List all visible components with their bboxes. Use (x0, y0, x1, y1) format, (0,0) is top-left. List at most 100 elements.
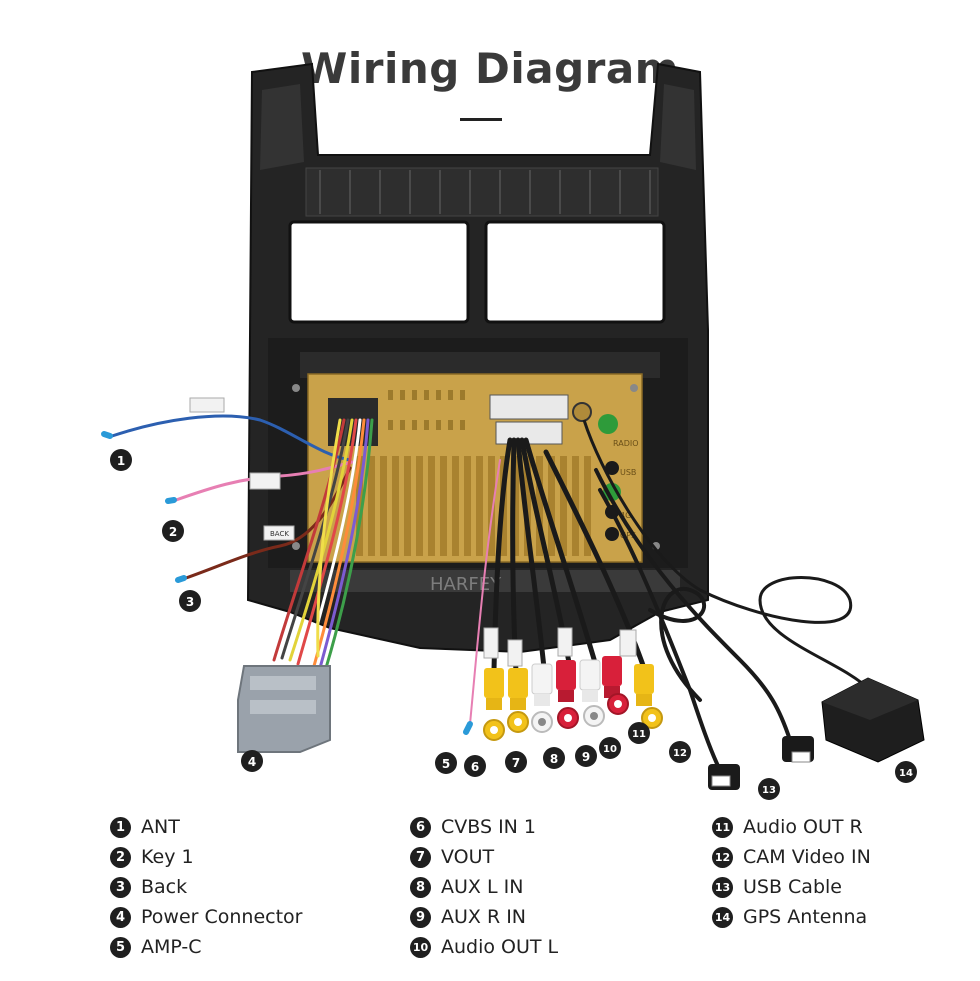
legend: 1 ANT 2 Key 1 3 Back 4 Power Connector 5 AMP-… (0, 812, 980, 972)
title-underline (460, 118, 502, 121)
legend-number-badge: 6 (410, 816, 431, 838)
legend-label: CVBS IN 1 (441, 816, 537, 838)
legend-label: Audio OUT L (441, 936, 559, 958)
legend-column-3: 11 Audio OUT R 12 CAM Video IN 13 USB Cable… (712, 812, 871, 932)
legend-column-2: 6 CVBS IN 1 7 VOUT 8 AUX L IN 9 AUX R IN 10 A… (410, 812, 558, 962)
legend-label: VOUT (441, 846, 495, 868)
svg-text:10: 10 (603, 744, 617, 755)
legend-label: GPS Antenna (743, 906, 868, 928)
usb-plug-2 (708, 764, 740, 790)
callout-14: 14 (895, 761, 917, 783)
svg-text:1: 1 (117, 454, 125, 468)
legend-number-badge: 12 (712, 846, 733, 868)
rca-plug-vout (507, 668, 529, 733)
legend-item-back: 3 Back (110, 872, 302, 902)
rca-plug-aux-r-in (556, 660, 579, 729)
svg-text:2: 2 (169, 525, 177, 539)
page-title: Wiring Diagram (301, 44, 679, 93)
back-wire-tag (263, 525, 295, 541)
callout-1: 1 (110, 449, 132, 471)
key1-wire-tag (249, 472, 281, 490)
legend-number-badge: 3 (110, 876, 131, 898)
legend-number-badge: 2 (110, 846, 131, 868)
legend-item-aux-l-in: 8 AUX L IN (410, 872, 558, 902)
svg-text:3: 3 (186, 595, 194, 609)
svg-text:8: 8 (550, 752, 558, 766)
callout-7: 7 (505, 751, 527, 773)
legend-label: CAM Video IN (743, 846, 871, 868)
usb-plug-1 (782, 736, 814, 763)
legend-number-badge: 14 (712, 906, 733, 928)
usb-cables (594, 468, 792, 772)
legend-number-badge: 11 (712, 816, 733, 838)
back-tag-label: BACK (270, 530, 289, 538)
legend-label: Key 1 (141, 846, 194, 868)
svg-text:7: 7 (512, 756, 520, 770)
rca-plug-cvbs-in1 (483, 668, 505, 741)
legend-number-badge: 10 (410, 936, 431, 958)
usb-port-label: USB (620, 468, 636, 477)
callout-8: 8 (543, 747, 565, 769)
legend-item-cvbs-in1: 6 CVBS IN 1 (410, 812, 558, 842)
legend-column-1: 1 ANT 2 Key 1 3 Back 4 Power Connector 5 AMP-… (110, 812, 302, 962)
power-connector (237, 665, 331, 753)
svg-text:14: 14 (899, 768, 913, 779)
head-unit: RADIO USB 4G GPS HARFEY (292, 352, 660, 595)
4g-port-label: 4G (620, 511, 631, 520)
legend-label: Power Connector (141, 906, 303, 928)
legend-number-badge: 7 (410, 846, 431, 868)
svg-text:11: 11 (632, 729, 646, 740)
legend-item-usb-cable: 13 USB Cable (712, 872, 871, 902)
left-wire-harness (101, 414, 374, 670)
callout-5: 5 (435, 752, 457, 774)
callout-4: 4 (241, 750, 263, 772)
legend-label: ANT (141, 816, 180, 838)
legend-item-ant: 1 ANT (110, 812, 302, 842)
legend-label: AUX R IN (441, 906, 527, 928)
legend-label: AUX L IN (441, 876, 524, 898)
gps-port-label: GPS (620, 531, 636, 540)
callout-11: 11 (628, 722, 650, 744)
legend-number-badge: 9 (410, 906, 431, 928)
ant-wire-tag (189, 397, 225, 413)
legend-number-badge: 5 (110, 936, 131, 958)
rca-plug-aux-l-in (531, 663, 553, 733)
rca-plug-audio-out-l (579, 659, 605, 727)
legend-label: AMP-C (141, 936, 202, 958)
callout-10: 10 (599, 737, 621, 759)
callout-13: 13 (758, 778, 780, 800)
legend-number-badge: 4 (110, 906, 131, 928)
svg-text:12: 12 (673, 748, 687, 759)
legend-item-key1: 2 Key 1 (110, 842, 302, 872)
legend-label: USB Cable (743, 876, 842, 898)
legend-number-badge: 13 (712, 876, 733, 898)
rca-plug-cam-video-in (634, 664, 663, 729)
legend-number-badge: 1 (110, 816, 131, 838)
legend-label: Back (141, 876, 188, 898)
rca-plug-audio-out-r (602, 656, 629, 715)
legend-item-aux-r-in: 9 AUX R IN (410, 902, 558, 932)
gps-antenna (582, 419, 925, 763)
legend-item-amp-c: 5 AMP-C (110, 932, 302, 962)
svg-text:6: 6 (471, 760, 479, 774)
legend-item-gps-antenna: 14 GPS Antenna (712, 902, 871, 932)
svg-text:13: 13 (762, 785, 776, 796)
callout-2: 2 (162, 520, 184, 542)
svg-text:5: 5 (442, 757, 450, 771)
callout-6: 6 (464, 755, 486, 777)
legend-item-cam-video-in: 12 CAM Video IN (712, 842, 871, 872)
legend-number-badge: 8 (410, 876, 431, 898)
legend-item-audio-out-l: 10 Audio OUT L (410, 932, 558, 962)
svg-text:9: 9 (582, 750, 590, 764)
svg-text:4: 4 (248, 755, 256, 769)
legend-item-vout: 7 VOUT (410, 842, 558, 872)
callout-12: 12 (669, 741, 691, 763)
legend-item-power-connector: 4 Power Connector (110, 902, 302, 932)
radio-port-label: RADIO (613, 439, 639, 448)
callout-9: 9 (575, 745, 597, 767)
rca-plugs (483, 656, 663, 741)
watermark: HARFEY (430, 574, 502, 595)
legend-label: Audio OUT R (743, 816, 863, 838)
legend-item-audio-out-r: 11 Audio OUT R (712, 812, 871, 842)
